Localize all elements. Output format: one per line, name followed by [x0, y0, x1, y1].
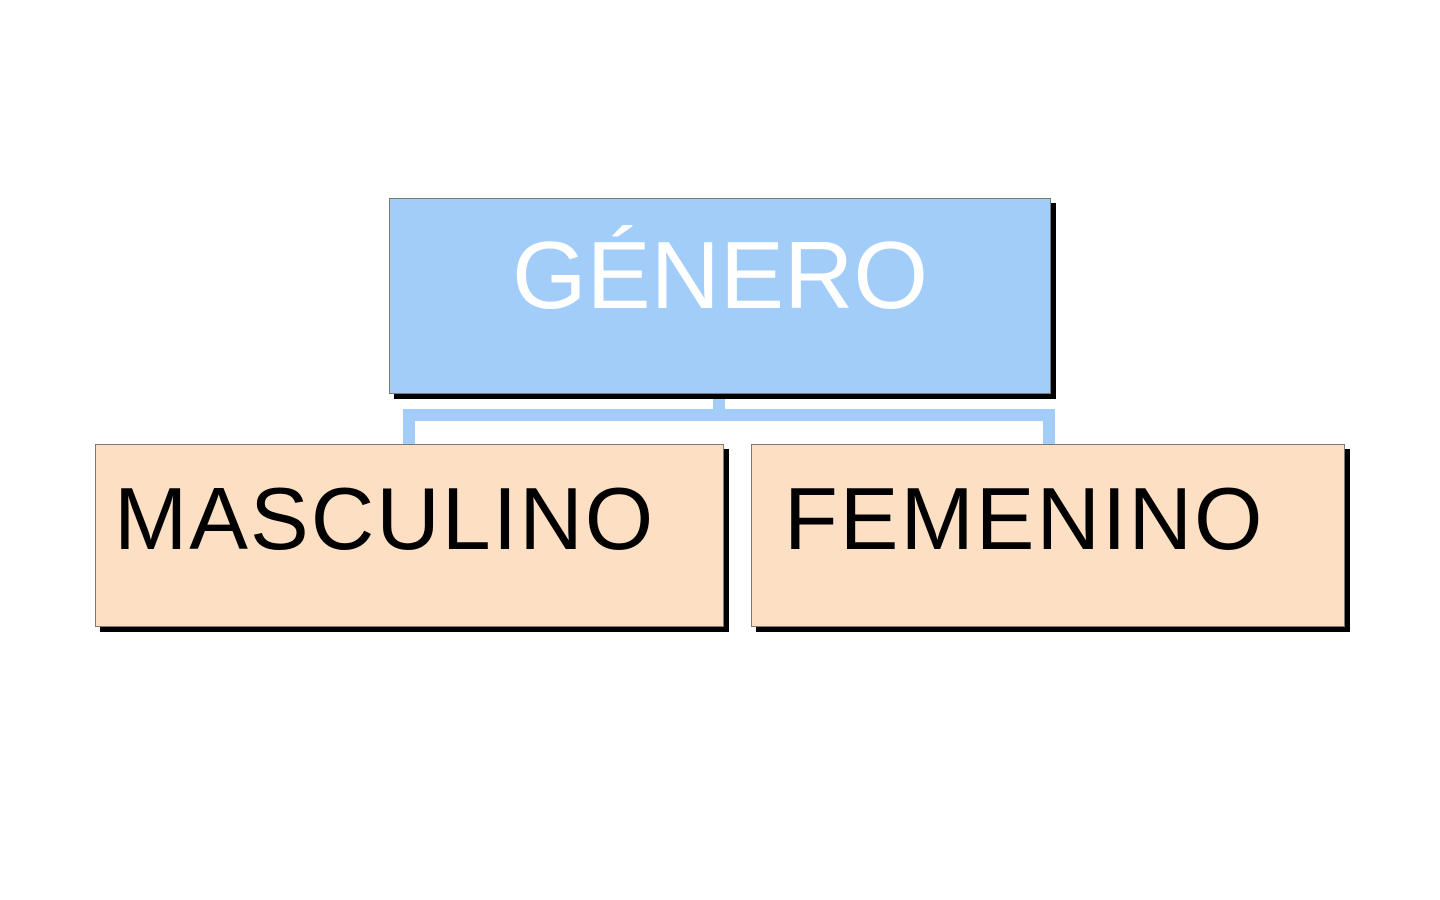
connector-right-branch: [1043, 409, 1055, 445]
child-node-label: MASCULINO: [114, 469, 656, 568]
connector-left-branch: [403, 409, 415, 445]
child-node-masculino: MASCULINO: [95, 444, 724, 627]
child-node-femenino: FEMENINO: [751, 444, 1345, 627]
root-node: GÉNERO: [389, 198, 1051, 394]
connector-bar: [403, 409, 1055, 421]
root-node-label: GÉNERO: [511, 222, 929, 329]
child-node-label: FEMENINO: [784, 469, 1265, 568]
